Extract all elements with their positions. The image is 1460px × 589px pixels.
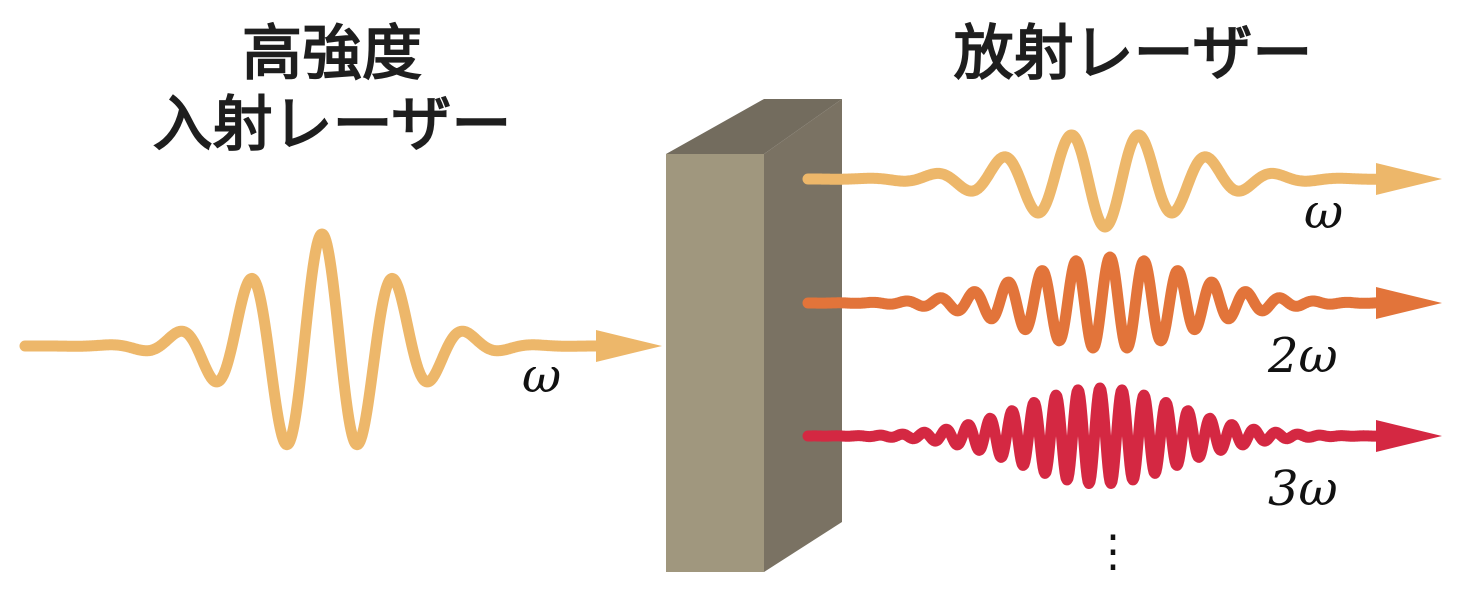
incident-arrowhead [596,330,662,362]
incident-wave [19,228,606,451]
incident-beam: ω [19,228,662,451]
incident-title-line1: 高強度 [242,19,422,89]
target-block-side [764,99,842,572]
emitted-frequency-label-2: 2ω [1267,328,1338,384]
emitted-wave-1 [802,129,1388,233]
emitted-arrowhead-2 [1376,287,1442,319]
emitted-wave-3 [802,382,1388,489]
emitted-frequency-label-3: 3ω [1268,461,1338,517]
emitted-arrowhead-3 [1376,420,1442,452]
more-harmonics-ellipsis: ⋮ [1091,526,1135,577]
emitted-beam-fundamental: ω [802,129,1442,240]
emitted-beam-third-harmonic: 3ω [802,382,1442,517]
emitted-arrowhead-1 [1376,163,1442,195]
emitted-beam-second-harmonic: 2ω [802,251,1442,384]
target-block-top [666,99,842,154]
emitted-wave-2 [802,251,1388,354]
target-block-front [666,154,764,572]
incident-title-line2: 入射レーザー [153,90,512,160]
target-block [666,99,842,572]
emitted-title: 放射レーザー [954,19,1313,89]
emitted-frequency-label-1: ω [1304,184,1343,240]
incident-frequency-label: ω [522,348,561,404]
